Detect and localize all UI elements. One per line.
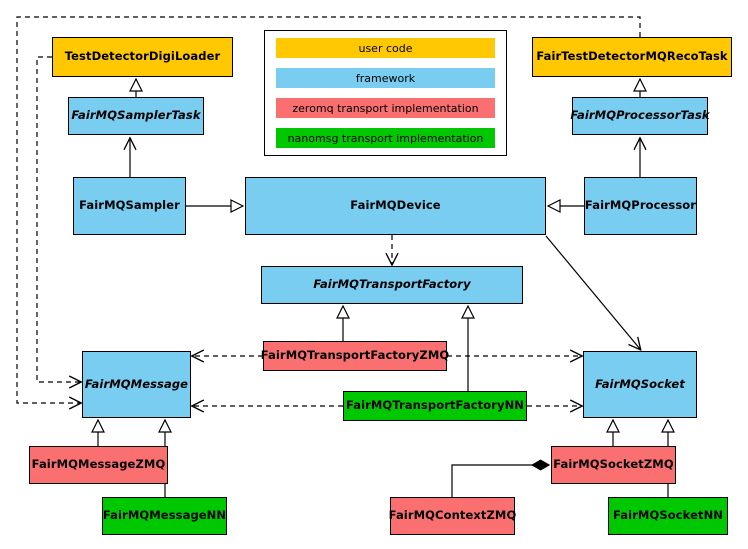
legend-item-nanomsg: nanomsg transport implementation [276,128,495,148]
class-name-label: FairMQTransportFactoryZMQ [260,348,450,363]
class-box-FairMQSocketNN[interactable]: FairMQSocketNN [608,497,728,535]
legend-item-zeromq: zeromq transport implementation [276,98,495,118]
class-name-label: FairMQSamplerTask [71,108,201,123]
class-box-FairMQContextZMQ[interactable]: FairMQContextZMQ [388,497,517,535]
class-box-FairMQProcessorTask[interactable]: FairMQProcessorTask [570,97,710,135]
class-box-FairMQTransportFactoryZMQ[interactable]: FairMQTransportFactoryZMQ [260,341,450,371]
legend-label-zeromq: zeromq transport implementation [292,101,479,115]
class-name-label: FairMQTransportFactory [313,277,471,292]
legend-label-user-code: user code [358,41,413,55]
class-box-FairMQMessageZMQ[interactable]: FairMQMessageZMQ [29,446,168,484]
legend-label-framework: framework [355,71,416,85]
class-box-FairTestDetectorMQRecoTask[interactable]: FairTestDetectorMQRecoTask [532,37,732,77]
class-box-FairMQTransportFactory[interactable]: FairMQTransportFactory [261,266,523,304]
class-box-FairMQMessage[interactable]: FairMQMessage [82,351,191,418]
class-box-TestDetectorDigiLoader[interactable]: TestDetectorDigiLoader [52,37,233,77]
class-name-label: FairMQSocket [595,376,685,391]
legend-item-framework: framework [276,68,495,88]
class-name-label: FairMQMessageNN [102,508,227,523]
class-name-label: FairTestDetectorMQRecoTask [536,49,728,64]
legend: user code framework zeromq transport imp… [264,30,507,156]
class-box-FairMQTransportFactoryNN[interactable]: FairMQTransportFactoryNN [343,391,527,421]
class-name-label: FairMQProcessor [584,198,697,213]
class-box-FairMQSocket[interactable]: FairMQSocket [583,351,697,418]
class-box-FairMQSamplerTask[interactable]: FairMQSamplerTask [68,97,204,135]
class-name-label: TestDetectorDigiLoader [64,49,221,64]
class-box-FairMQProcessor[interactable]: FairMQProcessor [584,177,697,235]
class-name-label: FairMQTransportFactoryNN [345,398,525,413]
edge-device-to-socket [545,235,640,349]
class-name-label: FairMQSocketZMQ [553,457,674,472]
class-name-label: FairMQSampler [79,198,180,213]
legend-label-nanomsg: nanomsg transport implementation [287,131,484,145]
class-box-FairMQSampler[interactable]: FairMQSampler [73,177,186,235]
class-name-label: FairMQSocketNN [612,508,724,523]
legend-item-user-code: user code [276,38,495,58]
class-name-label: FairMQContextZMQ [388,508,517,523]
class-box-FairMQMessageNN[interactable]: FairMQMessageNN [102,497,227,535]
class-box-FairMQSocketZMQ[interactable]: FairMQSocketZMQ [551,446,676,484]
class-name-label: FairMQMessageZMQ [31,457,166,472]
class-name-label: FairMQProcessorTask [570,108,710,123]
class-box-FairMQDevice[interactable]: FairMQDevice [245,177,546,235]
class-name-label: FairMQDevice [350,198,441,213]
edge-contextzmq-to-socketzmq [451,459,551,497]
class-name-label: FairMQMessage [84,376,189,391]
